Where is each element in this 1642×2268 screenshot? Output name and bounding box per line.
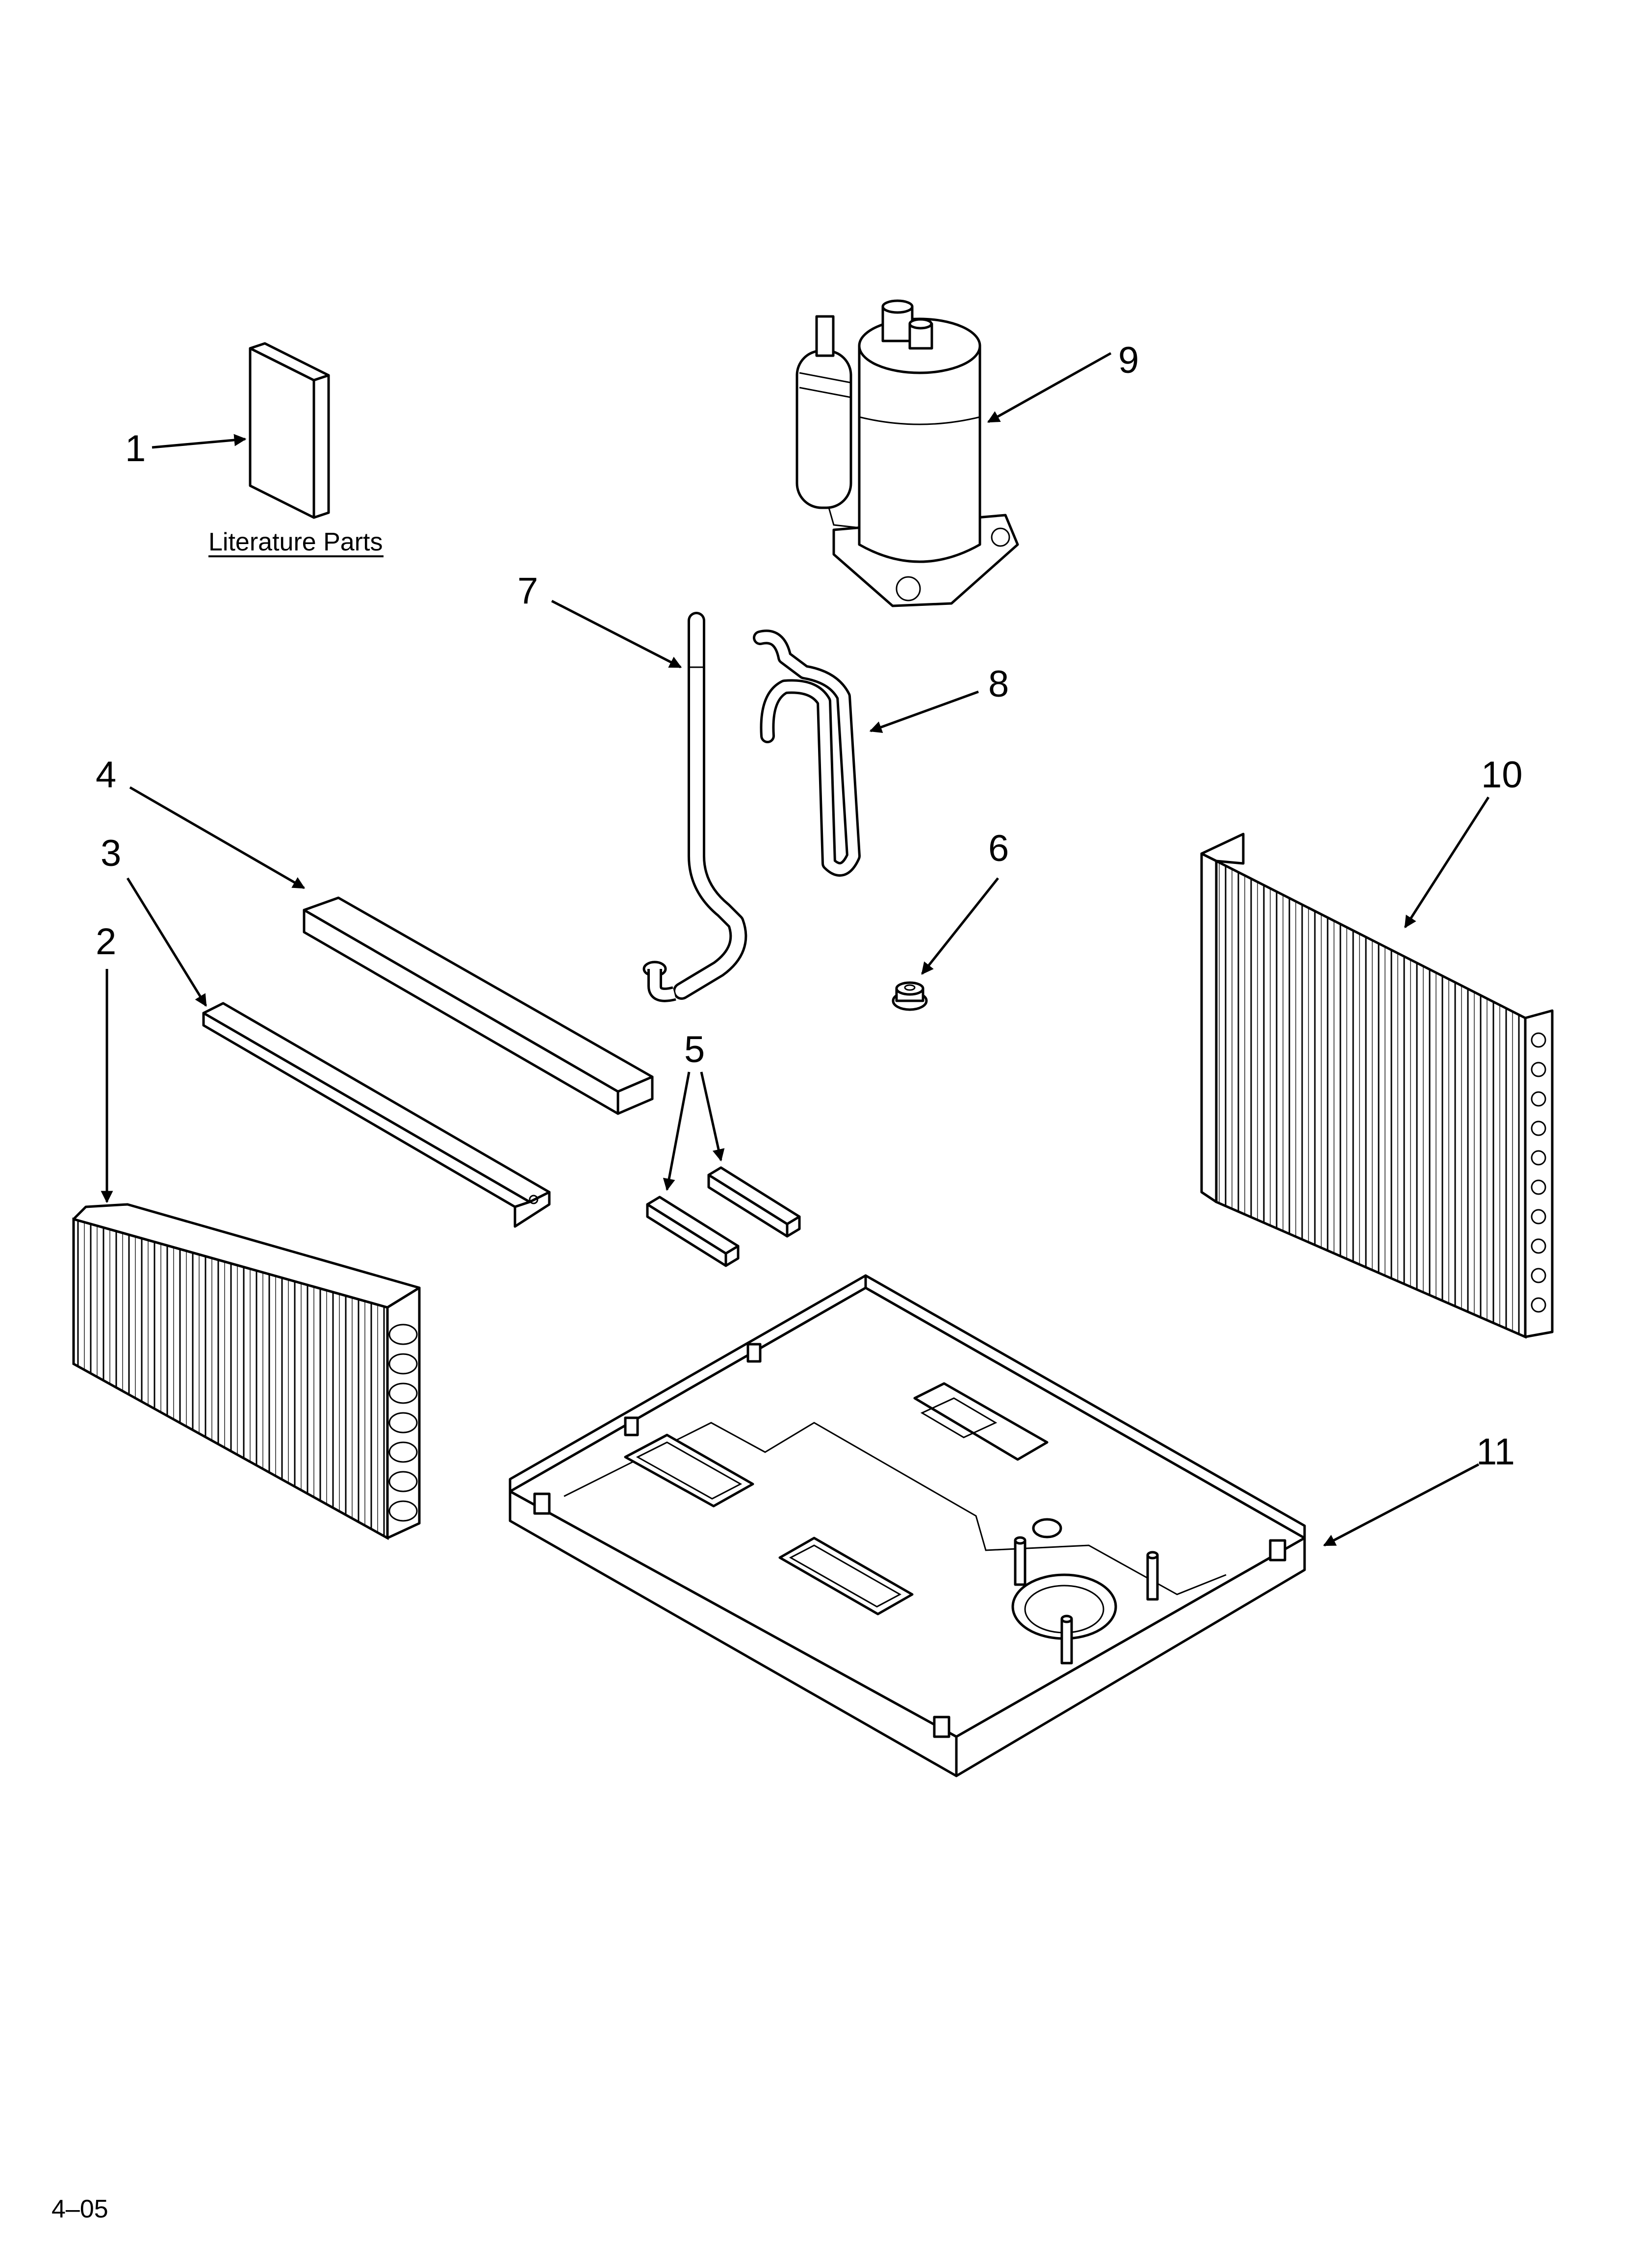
condenser-coil: [1200, 833, 1554, 1339]
literature-parts-label: Literature Parts: [208, 528, 383, 556]
support-bracket: [202, 1002, 551, 1228]
callout-6: 6: [921, 828, 1009, 975]
callout-5: 5: [663, 1029, 725, 1191]
callout-number-2: 2: [96, 921, 116, 963]
pan-studs: [1014, 1518, 1159, 1665]
callout-number-7: 7: [517, 570, 538, 612]
compressor: [795, 299, 1019, 607]
callout-11: 11: [1323, 1431, 1515, 1547]
callout-number-1: 1: [125, 428, 146, 469]
callout-number-10: 10: [1481, 754, 1523, 796]
discharge-tube: [753, 629, 861, 877]
callout-number-9: 9: [1118, 339, 1139, 381]
callout-2: 2: [96, 921, 116, 1203]
evaporator-coil: [72, 1203, 421, 1540]
callout-number-4: 4: [96, 754, 116, 796]
callout-9: 9: [987, 339, 1139, 423]
callout-10: 10: [1404, 754, 1523, 929]
callout-8: 8: [869, 663, 1009, 733]
suction-tube: [642, 612, 747, 1002]
callout-7: 7: [517, 570, 682, 669]
callout-1: 1: [125, 428, 247, 469]
callout-number-11: 11: [1476, 1431, 1515, 1473]
grommet: [892, 981, 928, 1011]
mounting-bracket-right: [707, 1166, 801, 1238]
callout-number-8: 8: [988, 663, 1009, 705]
callout-number-6: 6: [988, 828, 1009, 869]
callout-3: 3: [101, 833, 207, 1007]
callout-number-3: 3: [101, 833, 121, 874]
callout-4: 4: [96, 754, 306, 889]
literature-booklet: [249, 342, 330, 519]
mounting-bracket-left: [646, 1196, 740, 1267]
coil-tube-ends: [1531, 1032, 1546, 1313]
footer-code: 4–05: [51, 2195, 108, 2223]
callout-number-5: 5: [684, 1029, 705, 1070]
coil-tube-bends: [388, 1324, 418, 1522]
base-pan: [509, 1274, 1306, 1777]
foam-strip: [303, 896, 654, 1115]
